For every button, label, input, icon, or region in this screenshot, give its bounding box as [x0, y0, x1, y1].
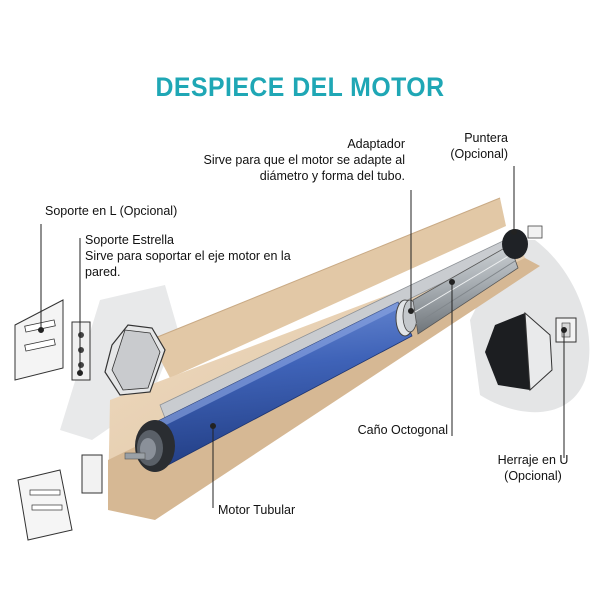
motor-head [124, 420, 175, 472]
star-bracket-drawing [71, 321, 91, 381]
label-soporte-estrella: Soporte Estrella Sirve para soportar el … [85, 232, 291, 280]
label-adaptador: Adaptador Sirve para que el motor se ada… [203, 136, 405, 184]
adaptador-desc-1: Sirve para que el motor se adapte al [203, 153, 405, 167]
bottom-left-bracket-drawing [17, 454, 103, 541]
label-puntera: Puntera (Opcional) [450, 130, 508, 162]
star-adapter-drawing [104, 324, 166, 396]
leader-herraje-u-dot [561, 327, 567, 333]
puntera-line-2: (Opcional) [450, 147, 508, 161]
puntera-line-1: Puntera [464, 131, 508, 145]
leader-lines [38, 166, 567, 508]
end-cap-large-drawing [485, 311, 553, 392]
soporte-estrella-desc-1: Sirve para soportar el eje motor en la [85, 249, 291, 263]
soporte-estrella-desc-2: pared. [85, 265, 121, 279]
herraje-u-line-2: (Opcional) [504, 469, 562, 483]
leader-puntera-dot [511, 229, 517, 235]
label-motor-tubular: Motor Tubular [218, 503, 296, 517]
l-bracket-drawing [14, 299, 64, 381]
end-cap-puntera [502, 225, 543, 259]
octagonal-tube [412, 244, 519, 335]
herraje-u-line-1: Herraje en U [497, 453, 569, 467]
adaptador-desc-2: diámetro y forma del tubo. [259, 169, 405, 183]
label-cano-octogonal: Caño Octogonal [357, 423, 448, 437]
leader-soporte-estrella-dot [77, 370, 83, 376]
diagram-title: DESPIECE DEL MOTOR [155, 72, 445, 102]
leader-adaptador-dot [408, 308, 414, 314]
leader-motor-tubular-dot [210, 423, 216, 429]
label-soporte-l: Soporte en L (Opcional) [45, 204, 178, 218]
leader-cano-octogonal-dot [449, 279, 455, 285]
label-herraje-u: Herraje en U (Opcional) [490, 452, 576, 484]
leader-soporte-l-dot [38, 327, 44, 333]
adaptador-name: Adaptador [347, 137, 405, 151]
soporte-estrella-name: Soporte Estrella [85, 233, 174, 247]
